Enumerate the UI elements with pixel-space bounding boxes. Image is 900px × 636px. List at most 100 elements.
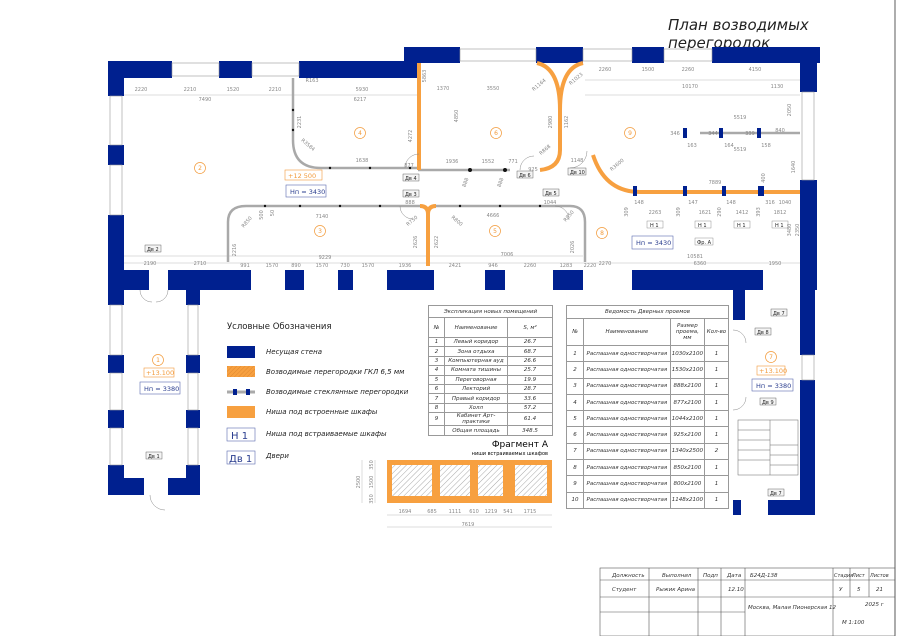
room-number-4: 4: [358, 130, 362, 137]
tb-sign-header: Подп: [703, 573, 718, 579]
legend-item: Ниша под встраиваемые шкафы: [266, 430, 387, 438]
tb-done-header: Выполнил: [662, 573, 692, 579]
table-cell: 1: [704, 491, 729, 509]
dimension-label: 1412: [736, 210, 749, 216]
dimension-label: 2626: [413, 236, 419, 249]
table-cell: Холл: [444, 402, 508, 414]
dimension-label: 2026: [570, 241, 576, 254]
interior-lines: [124, 79, 800, 264]
table-cell: 1044x2100: [669, 410, 706, 428]
dimension-label: 2050: [787, 104, 793, 117]
dimension-label: 1570: [266, 263, 279, 269]
total-area: 348.5: [507, 425, 553, 437]
fragment-ref: Фр. А: [697, 240, 712, 246]
niche-tag: Н 1: [650, 223, 659, 229]
legend-door-tag: Дв 1: [229, 454, 252, 465]
dimension-label: 2260: [599, 67, 612, 73]
dimension-label: 1283: [560, 263, 573, 269]
dimension-label: 6360: [694, 261, 707, 267]
dimension-label: 541: [503, 509, 513, 515]
tb-address: Москва, Малая Пионерская 12: [748, 605, 836, 611]
dimension-label: 2270: [599, 261, 612, 267]
dimension-label: 5863: [422, 70, 428, 83]
tb-scale: М 1:100: [842, 620, 865, 626]
table-cell: 61.4: [507, 412, 553, 427]
legend-swatches: Н 1 Дв 1: [226, 346, 256, 465]
legend-title: Условные Обозначения: [227, 322, 332, 332]
door-tag: Дв 6: [519, 173, 531, 179]
dimension-label: 2190: [144, 261, 157, 267]
dimension-label: 148: [634, 200, 644, 206]
table-cell: 1: [704, 475, 729, 493]
dimension-label: 316: [765, 200, 775, 206]
table-cell: 1: [704, 393, 729, 412]
level-mark: +13.100: [759, 367, 787, 375]
dimension-label: 890: [291, 263, 301, 269]
gkl-partitions: [417, 61, 800, 266]
table-cell: 7: [566, 442, 584, 461]
dimension-label: 1950: [769, 261, 782, 267]
rooms-table-title: Экспликация новых помещений: [428, 305, 553, 318]
dimension-label: 1715: [524, 509, 537, 515]
dimension-label: 500: [259, 210, 265, 220]
dimension-label: 350: [369, 494, 375, 504]
dimension-label: 7140: [316, 214, 329, 220]
legend-item: Возводимые перегородки ГКЛ 6,5 мм: [266, 368, 405, 376]
dimension-label: 158: [761, 143, 771, 149]
dimension-label: 6217: [354, 97, 367, 103]
table-cell: Распашная одностворчатая: [583, 459, 671, 477]
ceiling-height: Нп = 3380: [756, 382, 791, 390]
table-cell: 6: [428, 383, 445, 395]
dimension-label: 685: [427, 509, 437, 515]
door-tag: Дв 7: [770, 491, 782, 497]
dimension-label: R3584: [300, 138, 316, 153]
table-cell: 877x2100: [669, 393, 706, 412]
table-cell: Распашная одностворчатая: [583, 344, 671, 363]
dimension-label: 1219: [485, 509, 498, 515]
dimension-label: 2220: [584, 263, 597, 269]
dimension-label: 1500: [369, 476, 375, 489]
table-cell: 19.9: [507, 374, 553, 385]
dimension-label: R868: [538, 144, 552, 157]
dimension-label: 1570: [362, 263, 375, 269]
dimension-label: 2622: [434, 236, 440, 249]
table-cell: 925x2100: [669, 426, 706, 444]
windows: [109, 48, 815, 466]
level-mark: +13.100: [146, 369, 174, 377]
table-cell: 28.7: [507, 383, 553, 395]
tb-sheet: 5: [857, 587, 861, 593]
tb-code: Б24Д-138: [750, 573, 778, 579]
dimension-label: 1520: [227, 87, 240, 93]
table-cell: Кабинет Арт-практики: [444, 412, 508, 427]
dimension-label: 1640: [791, 161, 797, 174]
table-cell: 3: [428, 355, 445, 367]
dimension-label: 148: [726, 200, 736, 206]
dimension-label: 4150: [749, 67, 762, 73]
dimension-label: 5930: [356, 87, 369, 93]
niche-tag: Н 1: [698, 223, 707, 229]
tb-date: 12.10: [728, 587, 744, 593]
dimension-label: 7006: [501, 252, 514, 258]
dimension-label: 7490: [199, 97, 212, 103]
door-tag: Дв 4: [405, 176, 417, 182]
dimension-label: 339: [745, 131, 755, 137]
table-cell: 1: [704, 344, 729, 363]
dimension-label: 346: [670, 131, 680, 137]
table-cell: 1: [704, 426, 729, 444]
room-number-2: 2: [198, 165, 202, 172]
dimension-label: 2980: [548, 116, 554, 129]
door-tag: Дв 1: [148, 454, 160, 460]
door-tag: Дв 8: [757, 330, 769, 336]
dimension-label: 2710: [194, 261, 207, 267]
doors-table-title: Ведомость Дверных проемов: [566, 305, 729, 319]
dimension-label: 1044: [544, 200, 557, 206]
